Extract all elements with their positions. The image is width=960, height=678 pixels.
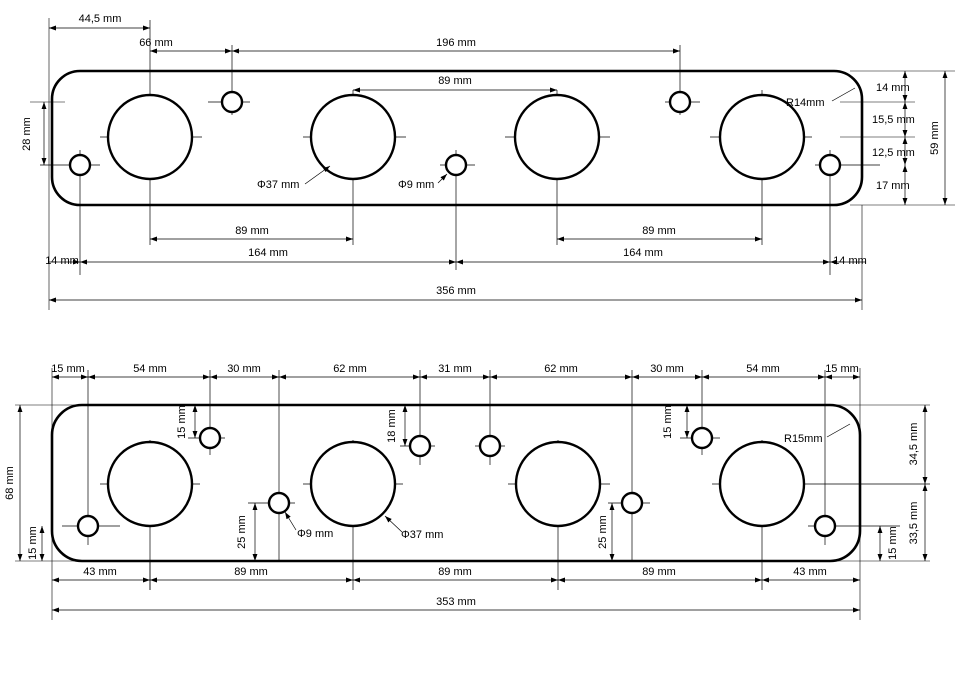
top-bolt-hole-5 [818, 153, 842, 177]
top-bolt-diameter-label: Φ9 mm [398, 179, 434, 191]
bottom-dim-15-top-left: 15 mm [51, 363, 85, 375]
top-dim-14-bottom-right: 14 mm [833, 255, 867, 267]
top-dim-164-right: 164 mm [623, 247, 663, 259]
bottom-dim-25-b: 25 mm [597, 515, 609, 549]
top-gasket-outline [50, 69, 864, 207]
bottom-bolt-hole-6 [620, 491, 644, 515]
bottom-dim-353: 353 mm [436, 596, 476, 608]
bottom-bolt-diameter-label: Φ9 mm [297, 528, 333, 540]
bottom-bolt-hole-2 [198, 426, 222, 450]
top-dim-89-center: 89 mm [438, 75, 472, 87]
bottom-bolt-hole-4 [408, 434, 432, 458]
top-dim-89-bottom-right: 89 mm [642, 225, 676, 237]
bottom-dim-15-hole-b: 15 mm [662, 405, 674, 439]
bottom-dim-89-1: 89 mm [234, 566, 268, 578]
top-dim-14-bottom-left: 14 mm [45, 255, 79, 267]
bottom-extension-lines [15, 368, 930, 620]
bottom-port-hole-4 [718, 440, 806, 528]
bottom-dim-15-top-right: 15 mm [825, 363, 859, 375]
top-dim-28: 28 mm [21, 117, 33, 151]
top-dim-89-bottom-left: 89 mm [235, 225, 269, 237]
bottom-port-hole-3 [514, 440, 602, 528]
bottom-dim-89-3: 89 mm [642, 566, 676, 578]
bottom-bolt-hole-3 [267, 491, 291, 515]
top-dim-15-5: 15,5 mm [872, 114, 915, 126]
bottom-dim-43-left: 43 mm [83, 566, 117, 578]
top-dimension-lines [41, 25, 948, 303]
bottom-bolt-hole-5 [478, 434, 502, 458]
bottom-dim-54-left: 54 mm [133, 363, 167, 375]
top-port-hole-1 [106, 93, 194, 181]
top-dim-66: 66 mm [139, 37, 173, 49]
top-dim-17: 17 mm [876, 180, 910, 192]
top-port-hole-2 [309, 93, 397, 181]
bottom-dim-62-right: 62 mm [544, 363, 578, 375]
bottom-dim-62-left: 62 mm [333, 363, 367, 375]
bottom-dim-15-right-vertical: 15 mm [887, 526, 899, 560]
top-extension-lines [30, 18, 955, 310]
bottom-dim-43-right: 43 mm [793, 566, 827, 578]
top-dim-164-left: 164 mm [248, 247, 288, 259]
bottom-bolt-hole-1 [76, 514, 100, 538]
bottom-dim-30-right: 30 mm [650, 363, 684, 375]
bottom-dim-68: 68 mm [4, 466, 16, 500]
bottom-dim-31: 31 mm [438, 363, 472, 375]
top-bolt-hole-2 [668, 90, 692, 114]
bottom-dim-89-2: 89 mm [438, 566, 472, 578]
bottom-port-hole-2 [309, 440, 397, 528]
top-dim-44-5: 44,5 mm [79, 13, 122, 25]
top-port-hole-3 [513, 93, 601, 181]
top-dim-356: 356 mm [436, 285, 476, 297]
top-dim-14-right: 14 mm [876, 82, 910, 94]
top-radius-label: R14mm [786, 97, 825, 109]
bottom-port-diameter-label: Φ37 mm [401, 529, 443, 541]
bottom-dim-15-hole-a: 15 mm [176, 405, 188, 439]
top-gasket: 44,5 mm 66 mm 196 mm 89 mm R14mm 14 mm 1… [21, 13, 955, 310]
top-dim-12-5: 12,5 mm [872, 147, 915, 159]
bottom-dim-18: 18 mm [386, 409, 398, 443]
top-dim-59: 59 mm [929, 121, 941, 155]
bottom-dim-54-right: 54 mm [746, 363, 780, 375]
bottom-dim-30-left: 30 mm [227, 363, 261, 375]
top-dim-196: 196 mm [436, 37, 476, 49]
top-bolt-hole-1 [220, 90, 244, 114]
bottom-bolt-hole-8 [813, 514, 837, 538]
bottom-radius-label: R15mm [784, 433, 823, 445]
top-bolt-hole-3 [444, 153, 468, 177]
top-bolt-hole-4 [68, 153, 92, 177]
bottom-dim-25-a: 25 mm [236, 515, 248, 549]
bottom-dim-15-left-vertical: 15 mm [27, 526, 39, 560]
bottom-dim-33-5: 33,5 mm [908, 502, 920, 545]
top-port-diameter-label: Φ37 mm [257, 179, 299, 191]
bottom-gasket: 15 mm 54 mm 30 mm 62 mm 31 mm 62 mm 30 m… [4, 363, 930, 620]
bottom-port-hole-1 [106, 440, 194, 528]
bottom-dim-34-5: 34,5 mm [908, 423, 920, 466]
bottom-dimension-lines [17, 374, 928, 613]
top-port-hole-4 [718, 93, 806, 181]
bottom-bolt-hole-7 [690, 426, 714, 450]
